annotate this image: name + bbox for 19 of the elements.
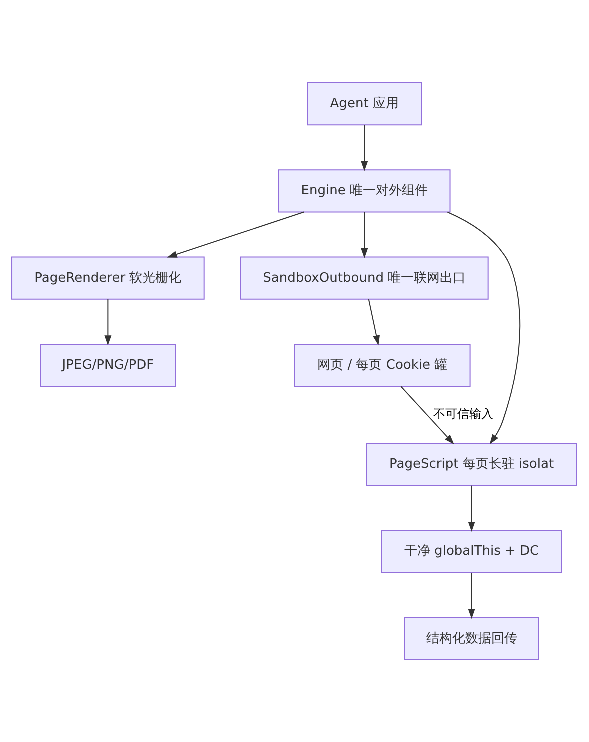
node-box: 网页 / 每页 Cookie 罐 — [294, 343, 471, 387]
arrow — [447, 211, 521, 444]
arrow — [468, 484, 476, 532]
arrow — [368, 298, 380, 346]
node-box: 结构化数据回传 — [404, 616, 540, 660]
arrow — [468, 572, 476, 619]
node-box: PageRenderer 软光栅化 — [12, 256, 205, 300]
arrow — [361, 124, 368, 171]
edge-label: 不可信输入 — [433, 406, 494, 421]
arrow — [104, 298, 112, 346]
node-box: Engine 唯一对外组件 — [278, 169, 451, 212]
arrow — [167, 211, 305, 258]
node-box: SandboxOutbound 唯一联网出口 — [240, 256, 489, 300]
arrow — [361, 211, 368, 258]
node-box: PageScript 每页长驻 isolat — [366, 442, 578, 486]
arrow — [400, 386, 454, 444]
node-box: JPEG/PNG/PDF — [40, 343, 176, 387]
node-box: 干净 globalThis + DC — [381, 530, 562, 573]
node-box: Agent 应用 — [307, 82, 422, 126]
